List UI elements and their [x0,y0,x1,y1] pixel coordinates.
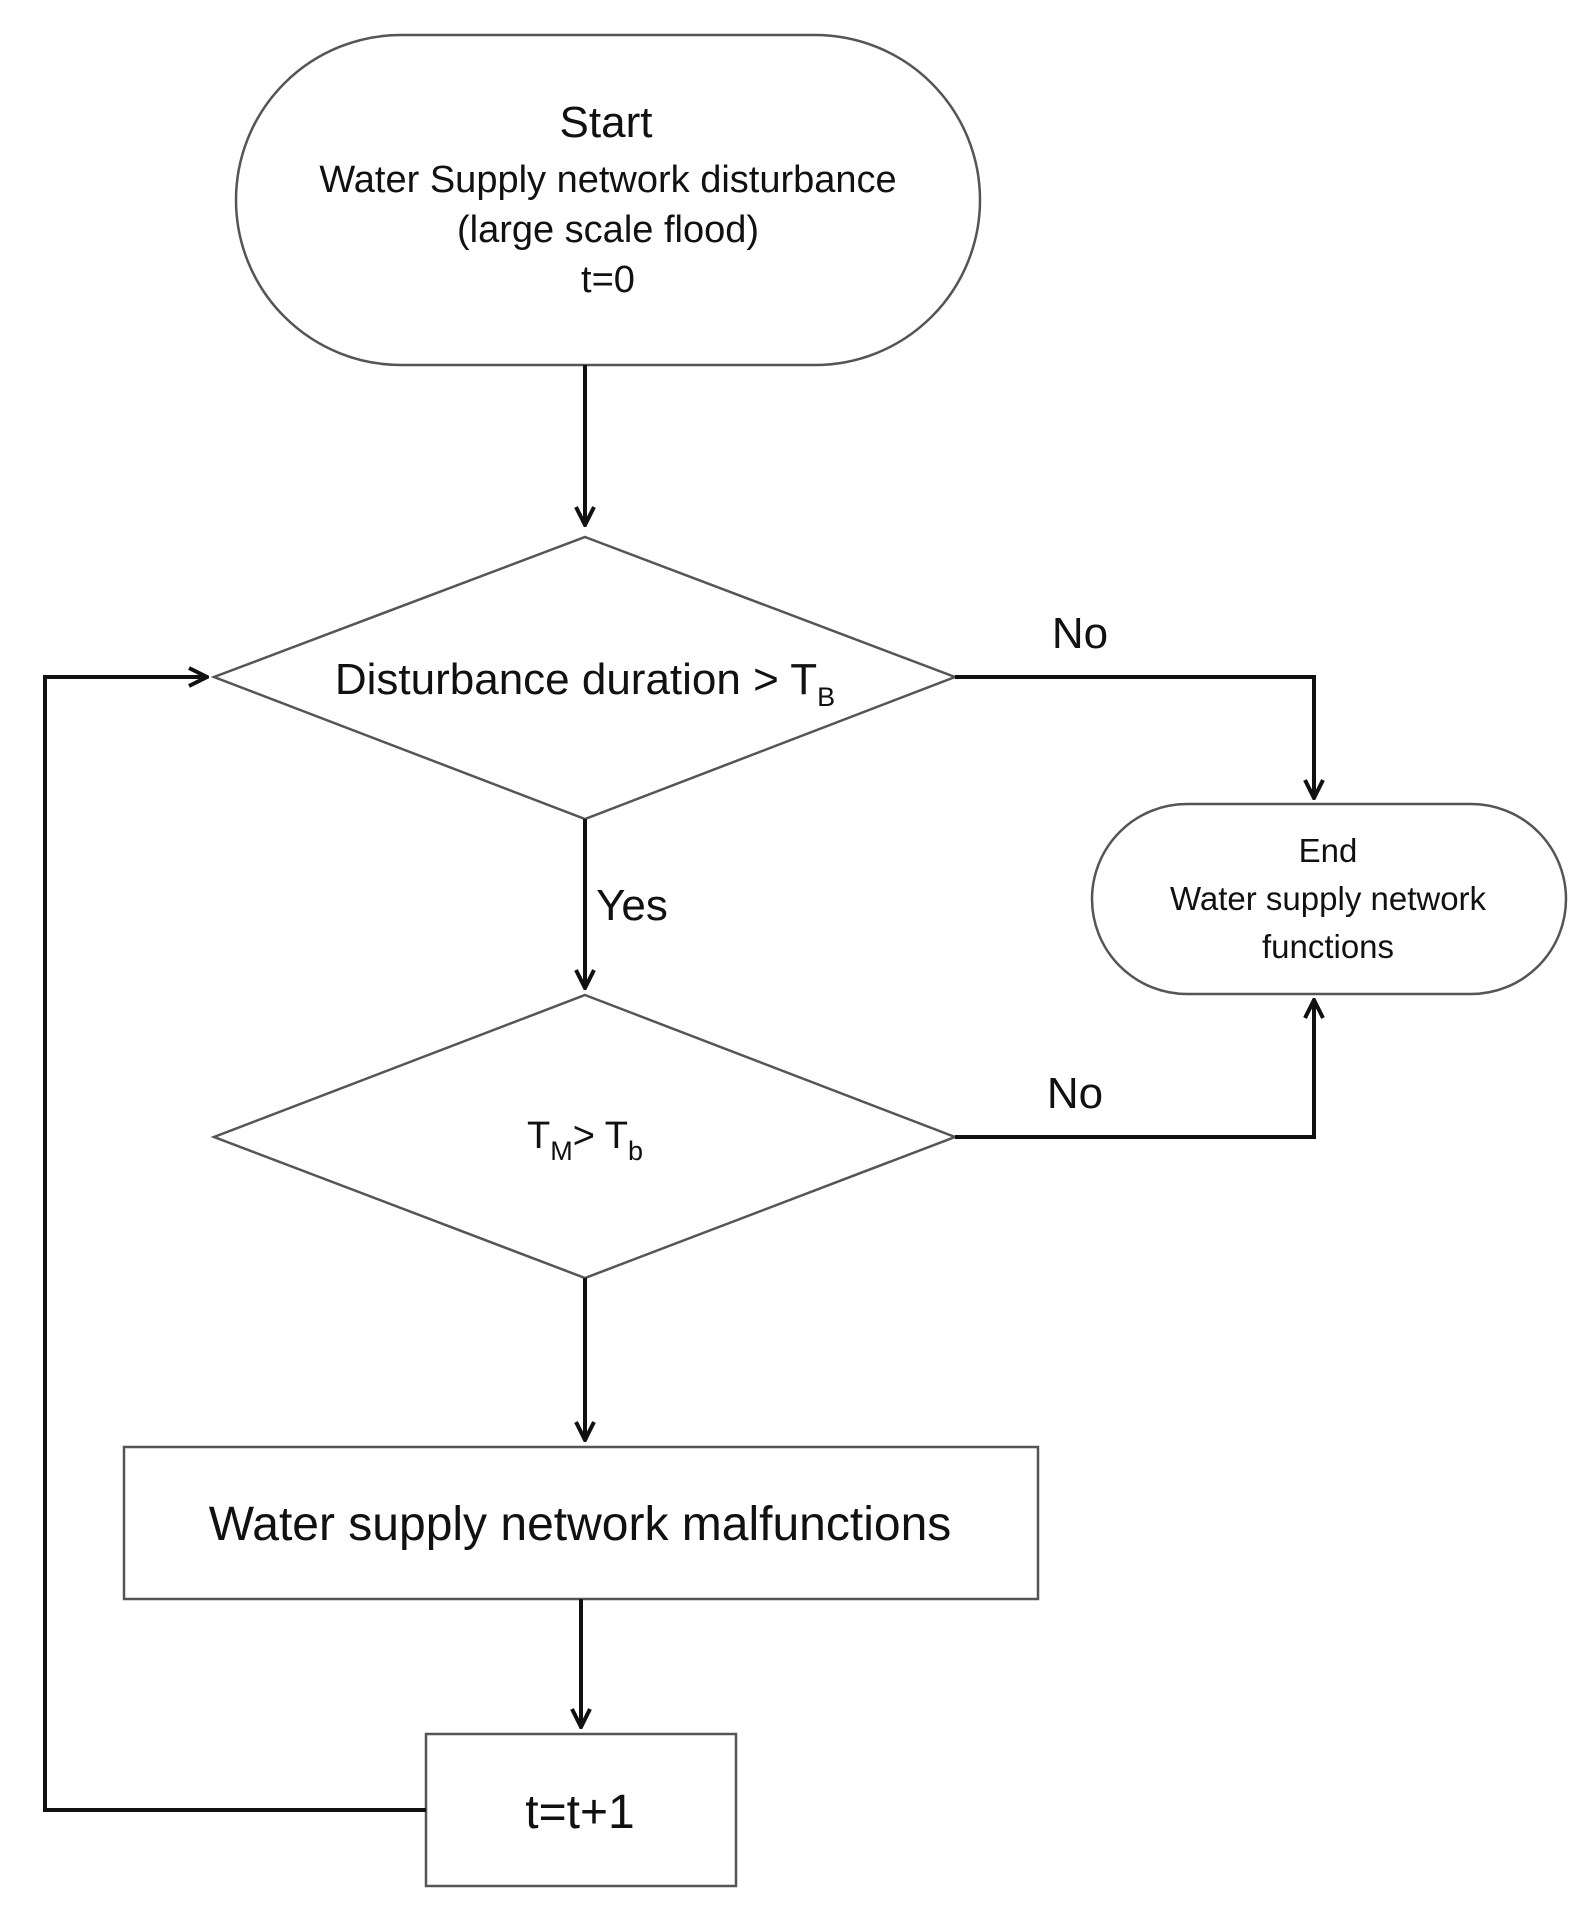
end-note: functions [1262,928,1394,965]
start-description: Water Supply network disturbance [319,159,896,201]
label-no-duration: No [1052,609,1108,658]
connector-decision1-no-to-end [955,675,1314,798]
increment-text: t=t+1 [525,1786,634,1839]
end-node: End Water supply network functions [1090,802,1568,996]
start-title: Start [560,98,653,147]
decision-threshold-sub1: M [550,1136,573,1166]
end-title: End [1299,832,1358,869]
decision-duration-label: Disturbance duration > TB [335,655,835,712]
start-time: t=0 [581,259,635,301]
decision-duration-subscript: B [817,682,835,712]
connector-loop-back [43,677,426,1812]
decision-threshold-op: > T [573,1115,628,1157]
decision-duration: Disturbance duration > TB [210,535,959,821]
malfunction-text: Water supply network malfunctions [209,1498,952,1551]
label-yes: Yes [596,881,668,930]
decision-threshold-t1: T [527,1115,550,1157]
label-no-threshold: No [1047,1069,1103,1118]
decision-threshold-sub2: b [628,1136,643,1166]
connector-decision2-no-to-end [955,1000,1314,1139]
start-note: (large scale flood) [457,209,759,251]
start-node: Start Water Supply network disturbance (… [234,33,982,367]
malfunction-process: Water supply network malfunctions [122,1445,1040,1601]
end-description: Water supply network [1170,880,1487,917]
decision-threshold: TM> Tb [210,993,959,1280]
decision-threshold-label: TM> Tb [527,1115,643,1166]
increment-process: t=t+1 [424,1732,738,1888]
decision-duration-text: Disturbance duration > T [335,655,817,704]
